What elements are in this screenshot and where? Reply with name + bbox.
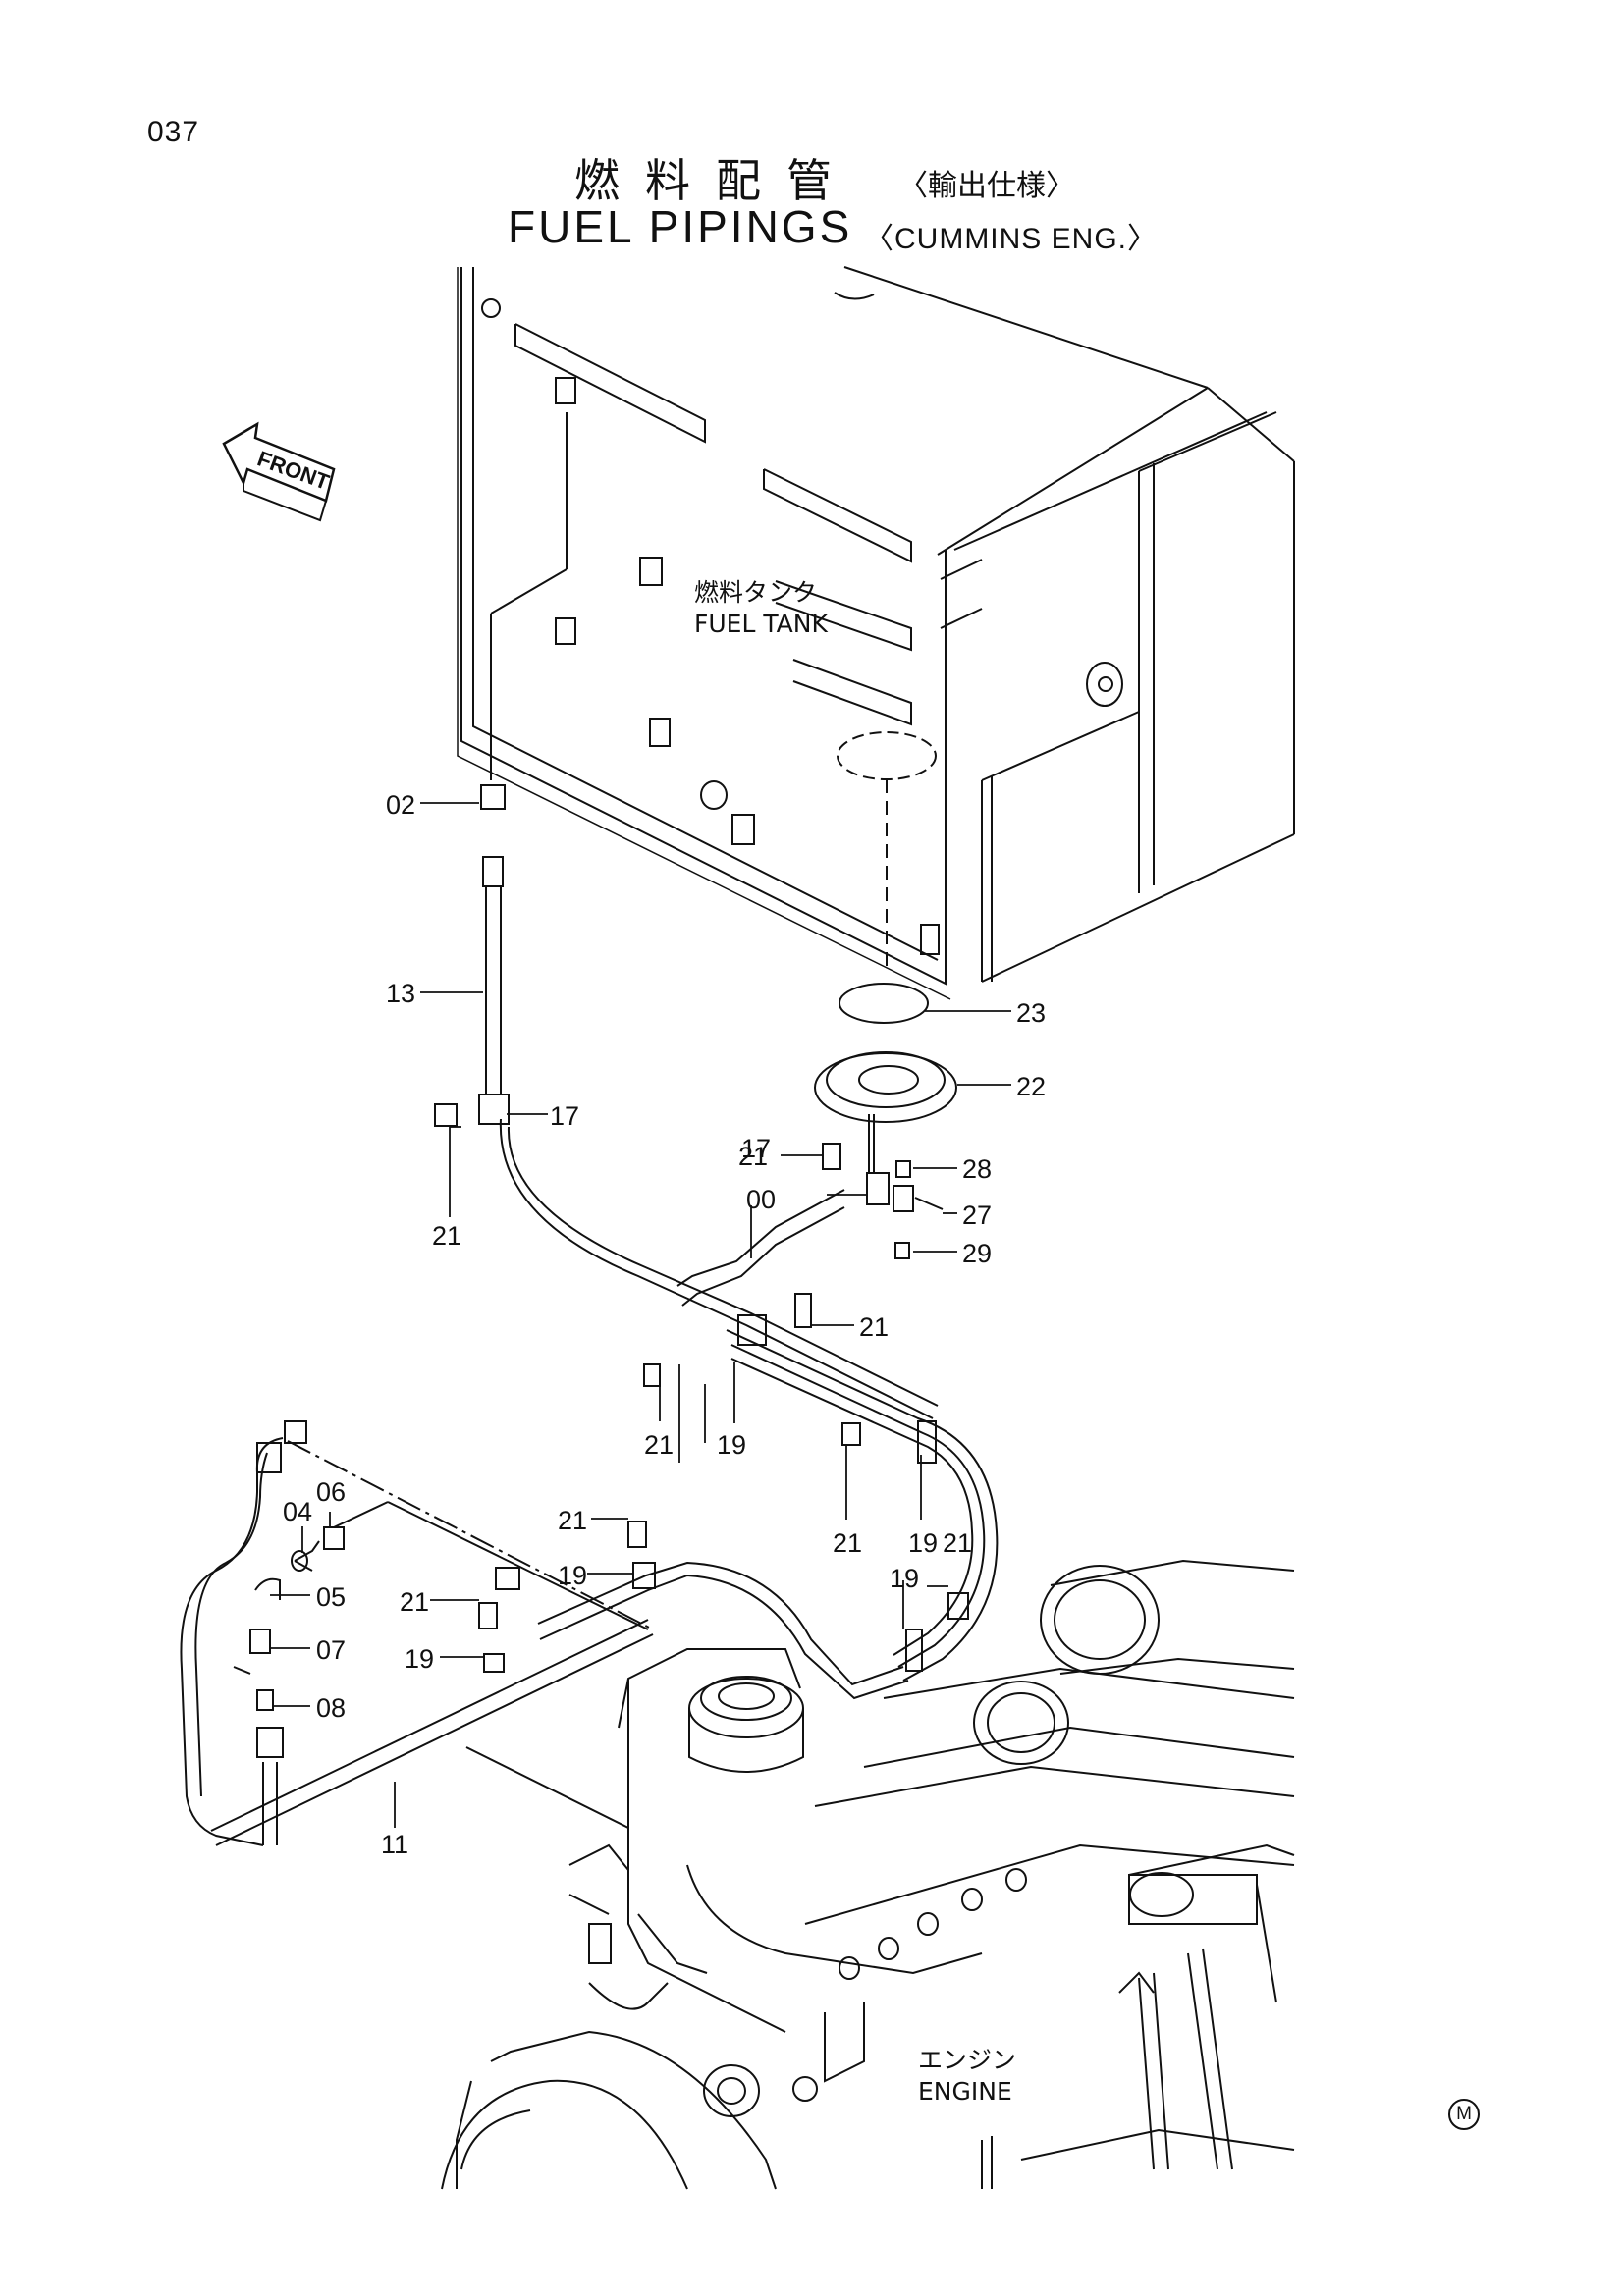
callout-22: 22	[1016, 1072, 1047, 1101]
callout-17: 17	[550, 1101, 580, 1131]
callout-21: 21	[432, 1221, 462, 1251]
fuel-hose-13	[435, 412, 938, 1418]
callout-05: 05	[316, 1582, 347, 1612]
callout-21: 21	[738, 1142, 769, 1171]
callout-21: 21	[558, 1506, 588, 1535]
engine-drawing	[442, 1561, 1294, 2189]
callout-02: 02	[386, 790, 416, 820]
callout-00: 00	[746, 1185, 777, 1214]
title-japanese: 燃料配管	[574, 154, 857, 207]
callout-19: 19	[890, 1564, 920, 1593]
callout-08: 08	[316, 1693, 347, 1723]
callout-06: 06	[316, 1477, 347, 1507]
callout-17: 17	[741, 1134, 772, 1163]
callout-19: 19	[908, 1528, 939, 1558]
engine-label-jp: エンジン	[918, 2046, 1017, 2074]
callout-21: 21	[644, 1430, 675, 1460]
revision-mark: M	[1448, 2099, 1480, 2130]
callout-28: 28	[962, 1154, 993, 1184]
callout-21: 21	[400, 1587, 430, 1617]
title-english-spec: 〈CUMMINS ENG.〉	[864, 223, 1158, 255]
fuel-tank-drawing	[458, 267, 1294, 999]
callout-29: 29	[962, 1239, 993, 1268]
callout-07: 07	[316, 1635, 347, 1665]
seal-and-flange	[815, 984, 956, 1173]
callout-21: 21	[833, 1528, 863, 1558]
callout-27: 27	[962, 1201, 993, 1230]
fuel-tank-label-en: FUEL TANK	[694, 610, 828, 638]
callout-19: 19	[558, 1561, 588, 1590]
callout-19: 19	[717, 1430, 747, 1460]
callout-04: 04	[283, 1497, 313, 1526]
fuel-lines	[479, 1330, 997, 1698]
title-japanese-spec: 〈輸出仕様〉	[898, 169, 1075, 203]
fuel-tank-label-jp: 燃料タンク	[694, 578, 818, 607]
callout-13: 13	[386, 979, 416, 1008]
front-arrow-icon: FRONT	[224, 424, 334, 520]
fuel-pipe-11	[181, 1421, 653, 1845]
page-number: 037	[147, 116, 200, 148]
callout-leader-lines	[270, 803, 1011, 1828]
callout-21: 21	[859, 1312, 890, 1342]
callout-21: 21	[943, 1528, 973, 1558]
cock-fittings	[644, 1144, 943, 1386]
callout-11: 11	[381, 1830, 409, 1859]
callout-19: 19	[405, 1644, 435, 1674]
engine-label-en: ENGINE	[918, 2077, 1012, 2106]
title-english: FUEL PIPINGS	[508, 201, 853, 252]
callout-23: 23	[1016, 998, 1047, 1028]
